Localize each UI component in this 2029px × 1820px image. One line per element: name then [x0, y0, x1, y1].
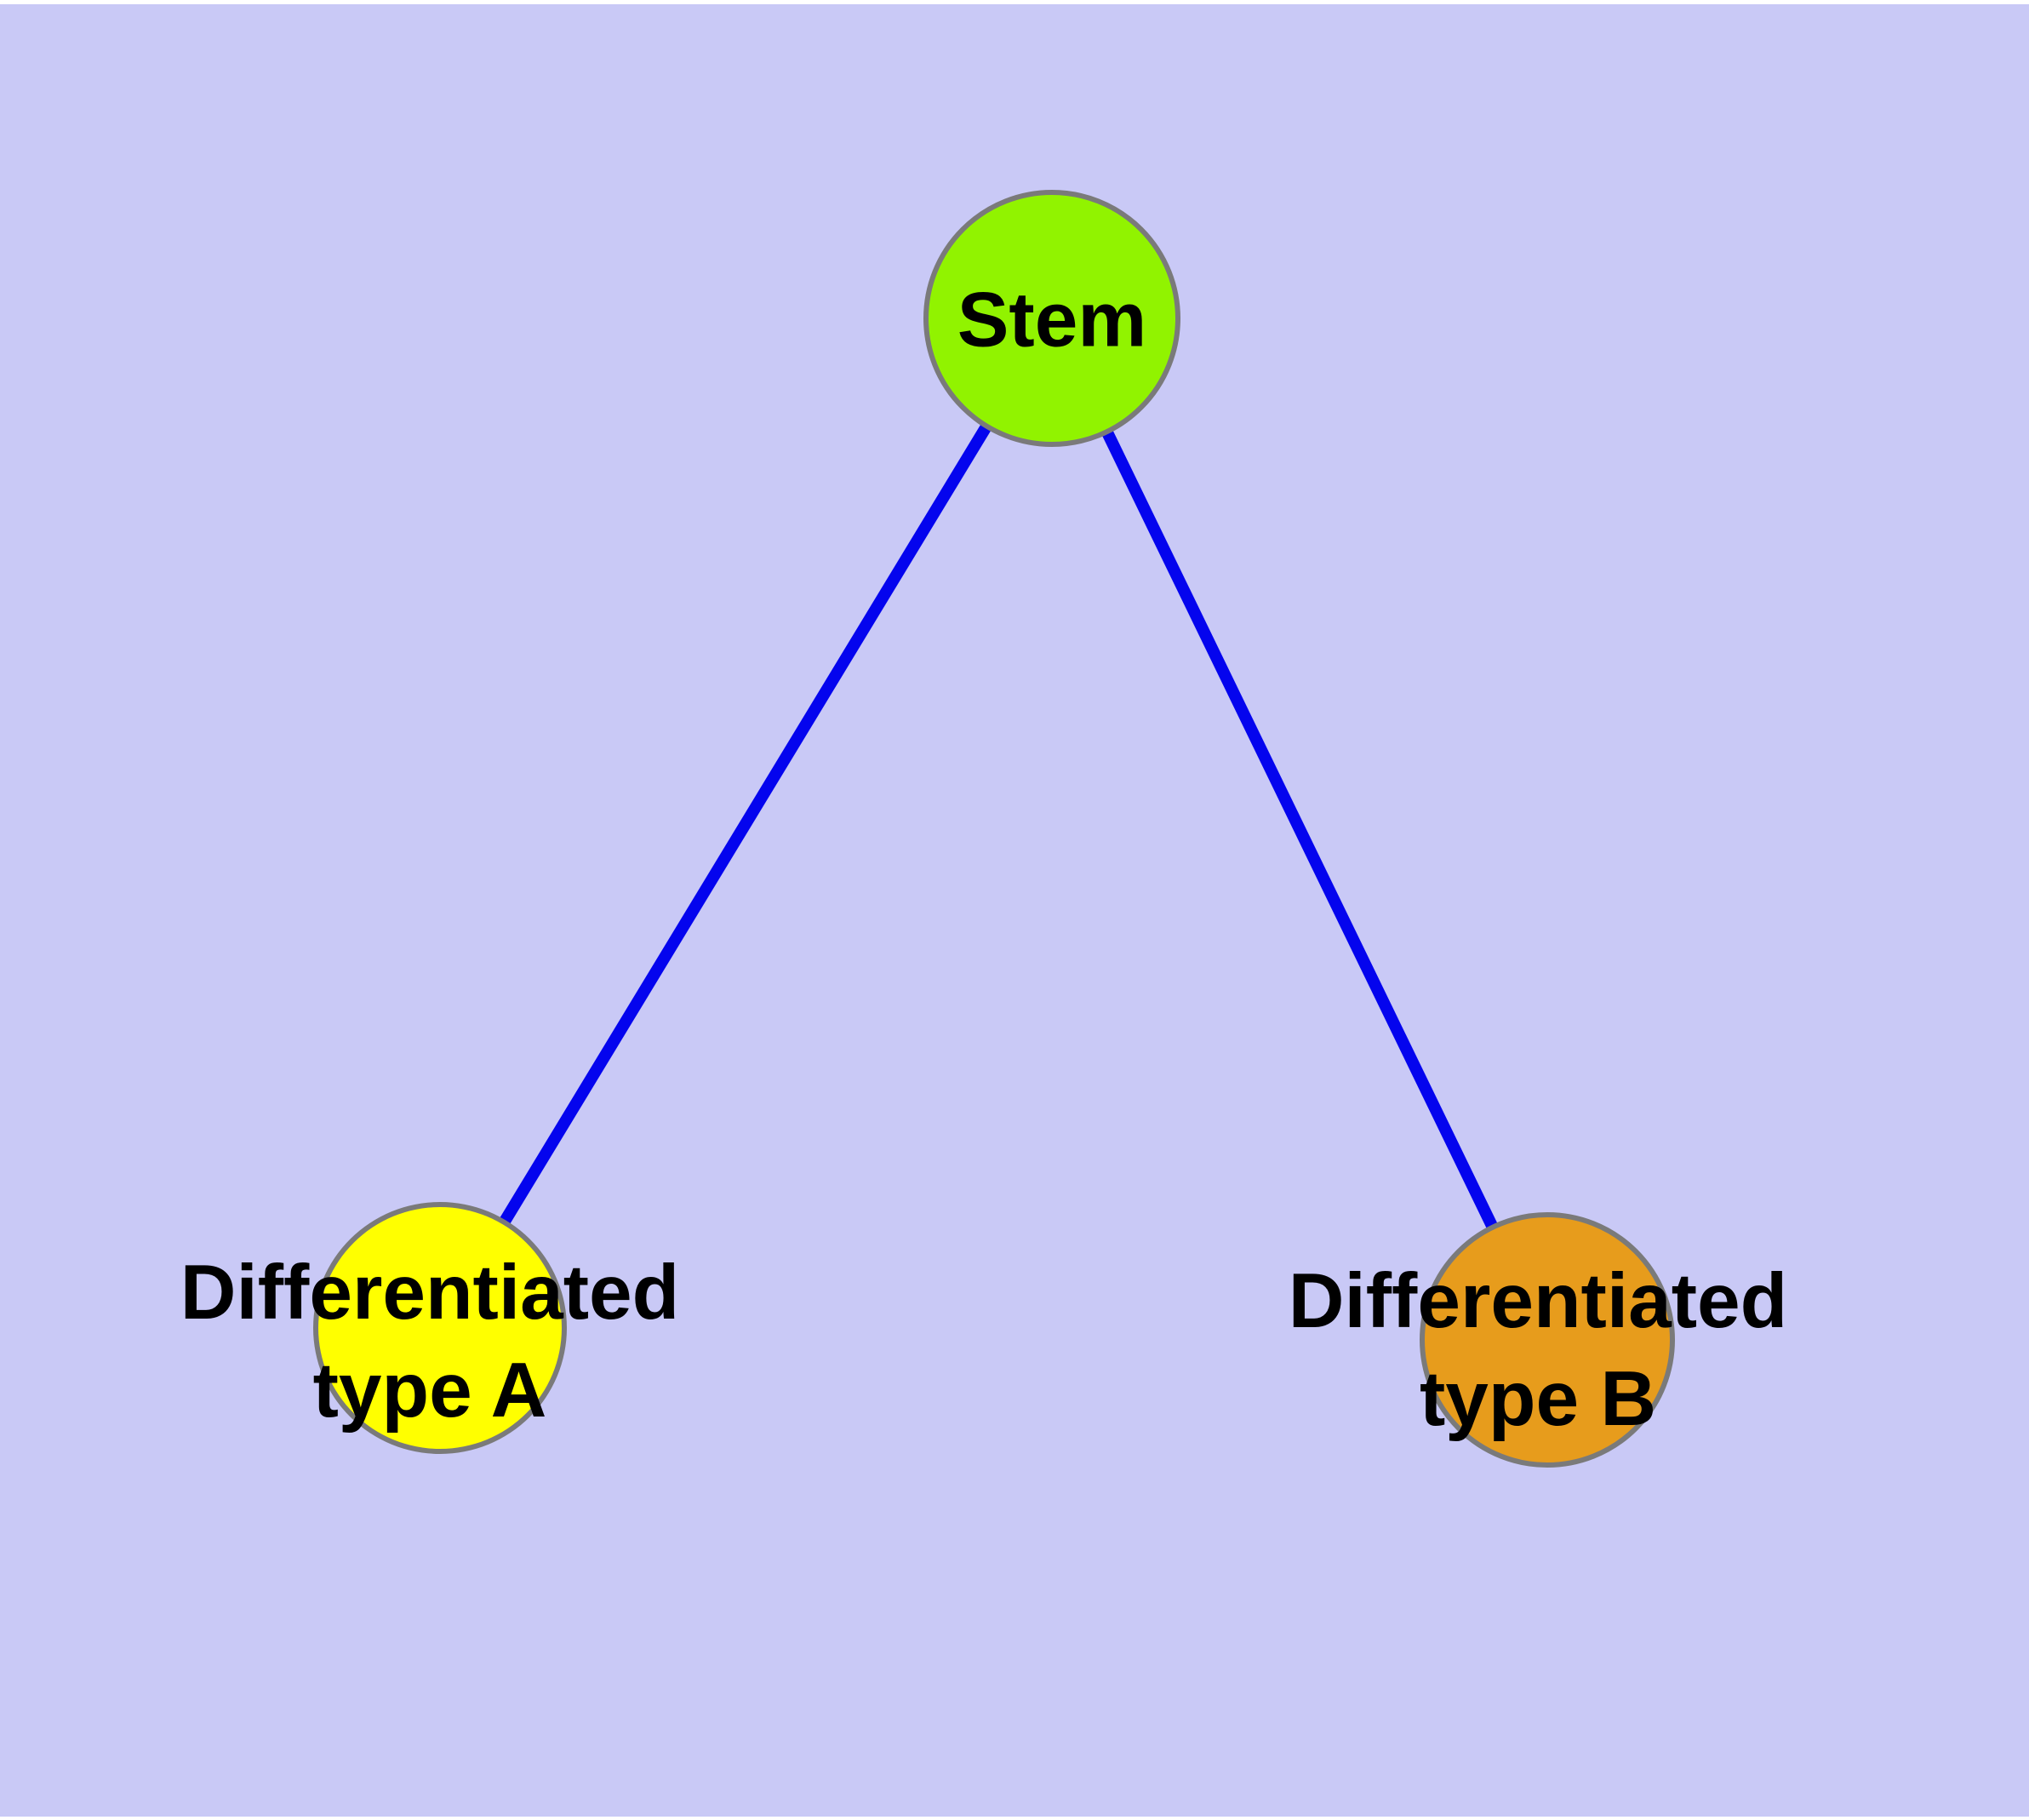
- diagram-canvas: Stem Differentiated type A Differentiate…: [0, 4, 2029, 1817]
- node-differentiated-type-a: [313, 1202, 567, 1454]
- node-type-a-label: Differentiated type A: [180, 1244, 680, 1439]
- node-type-b-label-line1: Differentiated: [1288, 1258, 1788, 1344]
- node-type-a-label-line1: Differentiated: [180, 1250, 680, 1336]
- node-type-b-label: Differentiated type B: [1289, 1252, 1788, 1448]
- node-type-a-label-line2: type A: [312, 1348, 547, 1434]
- node-differentiated-type-b: [1420, 1212, 1675, 1468]
- edge-stem-to-type-a: [435, 315, 1057, 1331]
- node-stem: [923, 190, 1180, 447]
- node-stem-label: Stem: [957, 272, 1147, 369]
- node-stem-label-text: Stem: [957, 277, 1147, 363]
- node-type-b-label-line2: type B: [1419, 1356, 1657, 1442]
- edge-stem-to-type-b: [1046, 315, 1553, 1343]
- edges-layer: [435, 315, 1553, 1343]
